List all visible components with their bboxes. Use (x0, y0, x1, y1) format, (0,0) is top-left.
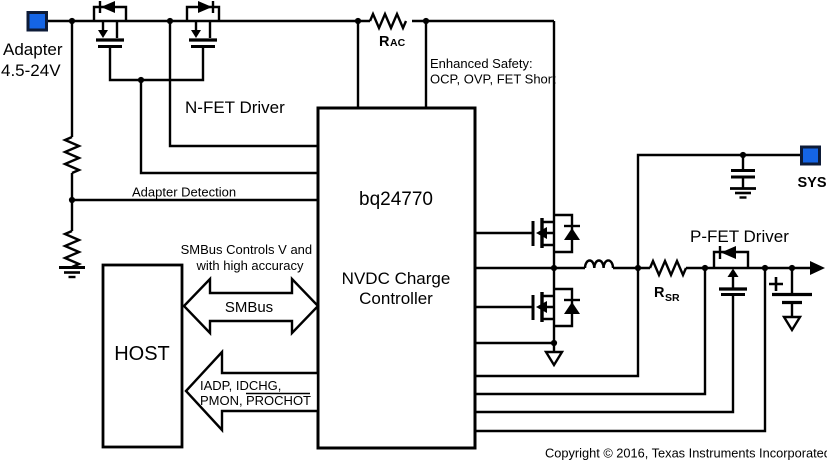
enhanced-safety-line2: OCP, OVP, FET Short (430, 72, 556, 87)
battery-plates (772, 292, 812, 305)
chip-part-number: bq24770 (359, 189, 433, 210)
srp-feedback-wire (475, 268, 707, 396)
rsr-label-sub: SR (665, 292, 680, 304)
vbat-feedback-wire (475, 268, 767, 433)
adapter-node (26, 11, 48, 32)
adapter-label-line1: Adapter (3, 40, 63, 59)
divider-resistor-top (61, 135, 83, 175)
sys-node (800, 145, 821, 166)
low-side-fet-icon (531, 287, 580, 328)
enhanced-safety-line1: Enhanced Safety: (430, 56, 533, 71)
acfet-gate-net (108, 47, 205, 82)
host-label: HOST (114, 343, 170, 365)
copyright-notice: Copyright © 2016, Texas Instruments Inco… (545, 446, 827, 461)
rac-label: R (379, 34, 390, 50)
smbus-note-line1: SMBus Controls V and I (181, 242, 320, 257)
smbus-note-line2: with high accuracy (196, 258, 304, 273)
high-side-fet-icon (531, 213, 580, 254)
acfet-pair (92, 1, 221, 48)
wire-net (46, 10, 812, 433)
phase-fets (531, 213, 580, 328)
adapter-label-line2: 4.5-24V (1, 61, 61, 80)
host-signals-line2-prochot: PROCHOT (246, 393, 311, 408)
host-signals-line1: IADP, IDCHG, (200, 378, 281, 393)
acfet1-icon (92, 1, 128, 48)
sys-label: SYS (797, 175, 826, 191)
batdrv-wire (475, 296, 735, 414)
divider-resistor-bottom (61, 229, 83, 269)
rsr-label: R (654, 285, 665, 301)
pfet-driver-label: P-FET Driver (690, 227, 789, 246)
battery-ground-icon (781, 315, 803, 333)
sys-cap-ground-icon (730, 187, 756, 199)
grounds (59, 187, 803, 368)
controller-block (316, 106, 477, 450)
junction-dots (68, 17, 796, 347)
host-signals-arrow (184, 348, 320, 434)
adapter-detection-label: Adapter Detection (132, 185, 236, 200)
pfet-icon (712, 246, 750, 296)
sys-cap-plates (731, 169, 755, 179)
nfet-driver-label: N-FET Driver (185, 98, 285, 117)
host-block (101, 263, 184, 449)
rsr-resistor (648, 257, 688, 279)
acp-sense-wire (168, 21, 318, 148)
rac-label-sub: AC (390, 37, 406, 49)
rac-resistor (368, 10, 408, 32)
smbus-arrow (182, 276, 320, 336)
chip-role-line1: NVDC Charge (342, 269, 451, 288)
smbus-label: SMBus (225, 299, 273, 316)
host-signals-line2-prefix: PMON, (200, 393, 243, 408)
inductor (583, 259, 615, 269)
acdrv-wire (139, 80, 318, 175)
chip-role-line2: Controller (359, 289, 433, 308)
divider-ground-icon (59, 266, 85, 279)
pgnd-arrow-icon (543, 350, 565, 368)
acfet2-icon (185, 1, 221, 48)
battery-plus-icon (769, 277, 783, 291)
battery-output-arrow-icon (810, 261, 825, 275)
